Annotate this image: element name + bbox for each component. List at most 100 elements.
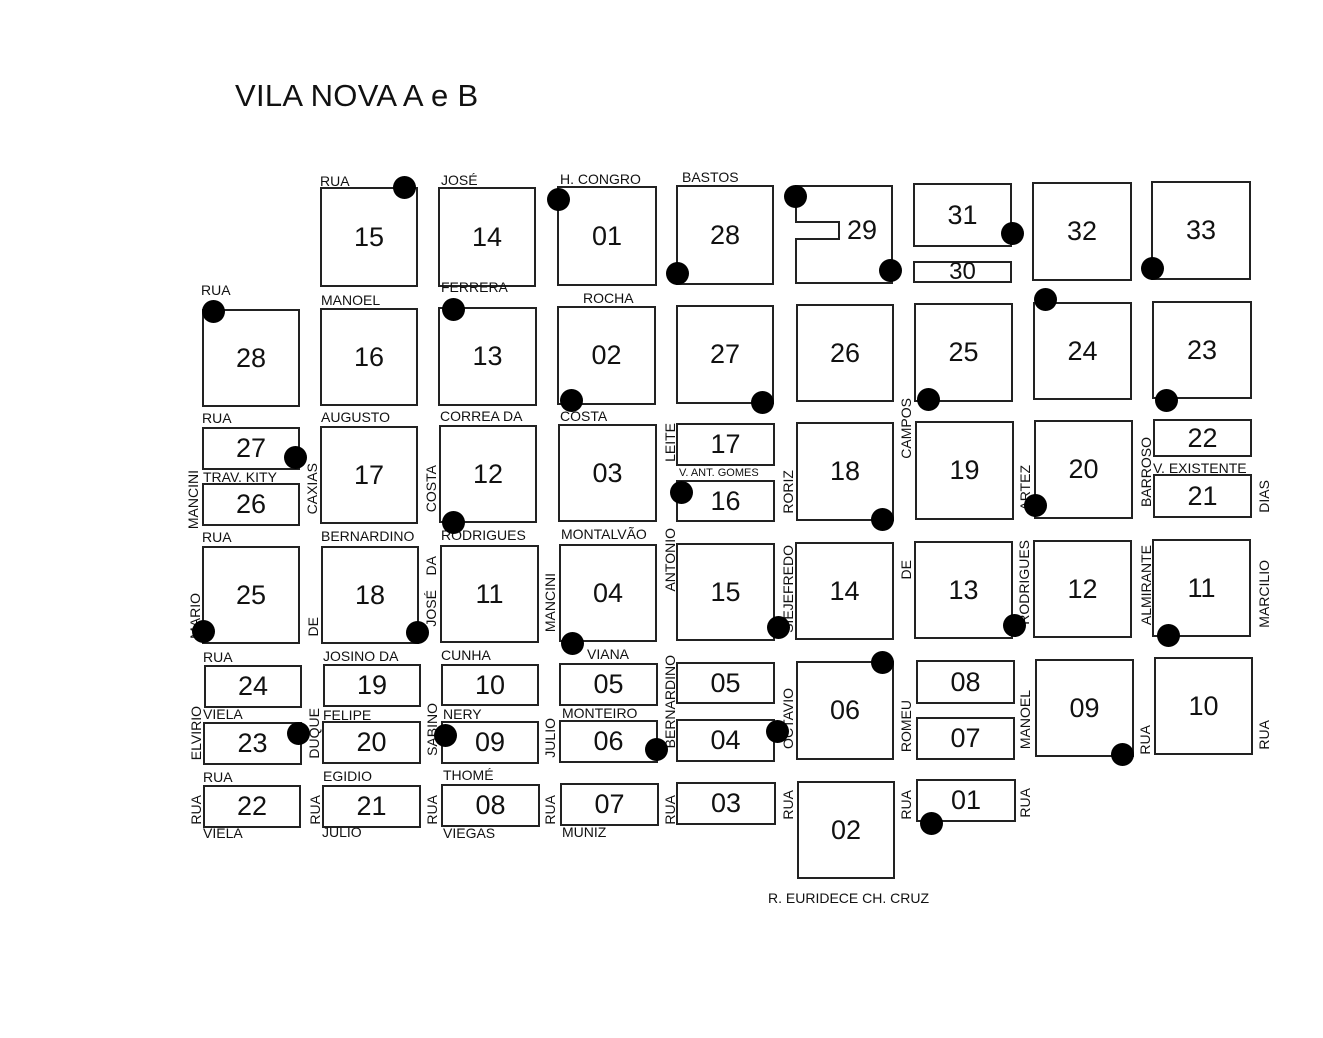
block-17[interactable]: 17: [676, 423, 775, 466]
block-12[interactable]: 12: [1033, 540, 1132, 638]
street-label: VIEGAS: [443, 825, 496, 841]
block-09[interactable]: 09: [441, 721, 539, 764]
block-07[interactable]: 07: [560, 783, 659, 826]
marker-dot[interactable]: [1003, 614, 1026, 637]
marker-dot[interactable]: [1141, 257, 1164, 280]
block-23[interactable]: 23: [203, 722, 302, 765]
block-28[interactable]: 28: [202, 309, 300, 407]
marker-dot[interactable]: [645, 738, 668, 761]
block-24[interactable]: 24: [204, 665, 302, 708]
block-03[interactable]: 03: [558, 424, 657, 522]
marker-dot[interactable]: [560, 389, 583, 412]
street-label: MANOEL: [321, 292, 381, 308]
street-label: BERNARDINO: [662, 655, 678, 749]
block-23[interactable]: 23: [1152, 301, 1252, 399]
block-05[interactable]: 05: [676, 662, 775, 704]
block-12[interactable]: 12: [439, 425, 537, 523]
block-31[interactable]: 31: [913, 183, 1012, 247]
block-10[interactable]: 10: [1154, 657, 1253, 755]
block-02[interactable]: 02: [557, 306, 656, 405]
marker-dot[interactable]: [192, 620, 215, 643]
block-26[interactable]: 26: [202, 483, 300, 526]
block-27[interactable]: 27: [676, 305, 774, 404]
marker-dot[interactable]: [442, 298, 465, 321]
marker-dot[interactable]: [284, 446, 307, 469]
marker-dot[interactable]: [561, 632, 584, 655]
block-06[interactable]: 06: [796, 661, 894, 760]
block-07[interactable]: 07: [916, 717, 1015, 760]
marker-dot[interactable]: [670, 481, 693, 504]
marker-dot[interactable]: [767, 616, 790, 639]
block-16[interactable]: 16: [320, 308, 418, 406]
block-20[interactable]: 20: [1034, 420, 1133, 519]
block-27[interactable]: 27: [202, 427, 300, 470]
block-02[interactable]: 02: [797, 781, 895, 879]
block-26[interactable]: 26: [796, 304, 894, 402]
block-01[interactable]: 01: [557, 186, 657, 286]
street-label: LEITE: [662, 423, 678, 462]
marker-dot[interactable]: [666, 262, 689, 285]
block-18[interactable]: 18: [796, 422, 894, 521]
marker-dot[interactable]: [920, 812, 943, 835]
block-25[interactable]: 25: [202, 546, 300, 644]
block-28[interactable]: 28: [676, 185, 774, 285]
marker-dot[interactable]: [1111, 743, 1134, 766]
marker-dot[interactable]: [393, 176, 416, 199]
block-04[interactable]: 04: [559, 544, 657, 642]
street-label: JOSINO DA: [323, 648, 399, 664]
block-15[interactable]: 15: [320, 187, 418, 287]
block-22[interactable]: 22: [203, 785, 301, 828]
marker-dot[interactable]: [442, 511, 465, 534]
street-label: FERRERA: [441, 279, 508, 295]
marker-dot[interactable]: [1157, 624, 1180, 647]
block-10[interactable]: 10: [441, 664, 539, 706]
block-21[interactable]: 21: [1153, 474, 1252, 518]
block-22[interactable]: 22: [1153, 419, 1252, 457]
street-label: MANCINI: [542, 573, 558, 633]
block-13[interactable]: 13: [438, 307, 537, 406]
marker-dot[interactable]: [917, 388, 940, 411]
marker-dot[interactable]: [202, 300, 225, 323]
marker-dot[interactable]: [784, 185, 807, 208]
block-14[interactable]: 14: [438, 187, 536, 287]
block-11[interactable]: 11: [440, 545, 539, 643]
block-15[interactable]: 15: [676, 543, 775, 641]
marker-dot[interactable]: [547, 188, 570, 211]
block-33[interactable]: 33: [1151, 181, 1251, 280]
block-16[interactable]: 16: [676, 480, 775, 522]
marker-dot[interactable]: [287, 722, 310, 745]
marker-dot[interactable]: [751, 391, 774, 414]
block-09[interactable]: 09: [1035, 659, 1134, 757]
block-03[interactable]: 03: [676, 782, 776, 825]
block-18[interactable]: 18: [321, 546, 419, 644]
block-05[interactable]: 05: [559, 663, 658, 706]
marker-dot[interactable]: [1034, 288, 1057, 311]
block-17[interactable]: 17: [320, 426, 418, 524]
marker-dot[interactable]: [879, 259, 902, 282]
marker-dot[interactable]: [1155, 389, 1178, 412]
block-06[interactable]: 06: [559, 720, 658, 763]
block-11[interactable]: 11: [1152, 539, 1251, 637]
block-21[interactable]: 21: [322, 785, 421, 828]
marker-dot[interactable]: [871, 508, 894, 531]
marker-dot[interactable]: [406, 621, 429, 644]
block-25[interactable]: 25: [914, 303, 1013, 402]
block-32[interactable]: 32: [1032, 182, 1132, 281]
block-24[interactable]: 24: [1033, 302, 1132, 400]
street-label: ANTONIO: [662, 528, 678, 592]
block-14[interactable]: 14: [795, 542, 894, 640]
block-08[interactable]: 08: [441, 784, 540, 827]
block-20[interactable]: 20: [322, 721, 421, 764]
block-30[interactable]: 30: [913, 260, 1012, 284]
marker-dot[interactable]: [1001, 222, 1024, 245]
block-19[interactable]: 19: [915, 421, 1014, 520]
street-label: JOSÉ: [441, 172, 478, 188]
marker-dot[interactable]: [1024, 494, 1047, 517]
marker-dot[interactable]: [871, 651, 894, 674]
marker-dot[interactable]: [434, 724, 457, 747]
block-13[interactable]: 13: [914, 541, 1013, 639]
marker-dot[interactable]: [766, 720, 789, 743]
block-04[interactable]: 04: [676, 719, 775, 762]
block-19[interactable]: 19: [323, 664, 421, 707]
block-08[interactable]: 08: [916, 660, 1015, 704]
